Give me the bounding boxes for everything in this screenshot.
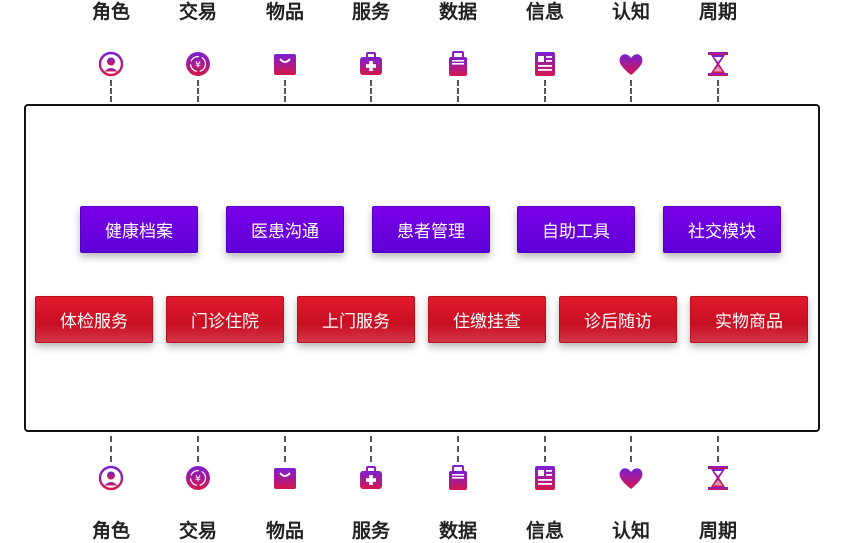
module-button-purple[interactable]: 社交模块: [663, 206, 781, 253]
shopping-bag-icon: [271, 464, 299, 492]
bottom-category-label: 角色: [91, 520, 130, 542]
hourglass-icon: [704, 464, 732, 492]
bottom-connector-line: [110, 436, 112, 462]
medical-kit-icon: [357, 50, 385, 78]
top-connector-line: [630, 80, 632, 102]
shopping-bag-icon: [271, 50, 299, 78]
bottom-connector-line: [370, 436, 372, 462]
module-button-red[interactable]: 诊后随访: [559, 296, 677, 343]
bottom-connector-line: [544, 436, 546, 462]
module-button-purple[interactable]: 自助工具: [517, 206, 635, 253]
module-button-red[interactable]: 实物商品: [690, 296, 808, 343]
top-connector-line: [717, 80, 719, 102]
bottom-connector-line: [457, 436, 459, 462]
top-connector-line: [370, 80, 372, 102]
heart-icon: [617, 50, 645, 78]
module-button-purple[interactable]: 患者管理: [372, 206, 490, 253]
info-card-icon: [531, 50, 559, 78]
top-category-label: 交易: [178, 1, 217, 23]
heart-icon: [617, 464, 645, 492]
top-category-label: 数据: [438, 1, 477, 23]
hourglass-icon: [704, 50, 732, 78]
exchange-icon: ¥: [184, 464, 212, 492]
module-button-red[interactable]: 上门服务: [297, 296, 415, 343]
bottom-connector-line: [630, 436, 632, 462]
module-button-purple[interactable]: 医患沟通: [226, 206, 344, 253]
bottom-connector-line: [284, 436, 286, 462]
user-icon: [97, 50, 125, 78]
top-category-label: 信息: [525, 1, 564, 23]
svg-text:¥: ¥: [195, 475, 201, 485]
module-button-red[interactable]: 门诊住院: [166, 296, 284, 343]
top-connector-line: [544, 80, 546, 102]
module-button-red[interactable]: 住缴挂查: [428, 296, 546, 343]
top-category-label: 物品: [265, 1, 304, 23]
bottom-category-label: 交易: [178, 520, 217, 542]
top-category-label: 服务: [351, 1, 390, 23]
bottom-category-label: 周期: [698, 520, 737, 542]
top-connector-line: [197, 80, 199, 102]
user-icon: [97, 464, 125, 492]
bottom-category-label: 服务: [351, 520, 390, 542]
bottom-category-label: 物品: [265, 520, 304, 542]
svg-text:¥: ¥: [195, 61, 201, 71]
info-card-icon: [531, 464, 559, 492]
bottom-category-label: 认知: [611, 520, 650, 542]
data-bag-icon: [444, 50, 472, 78]
bottom-connector-line: [197, 436, 199, 462]
medical-kit-icon: [357, 464, 385, 492]
module-button-red[interactable]: 体检服务: [35, 296, 153, 343]
bottom-connector-line: [717, 436, 719, 462]
bottom-category-label: 信息: [525, 520, 564, 542]
data-bag-icon: [444, 464, 472, 492]
top-connector-line: [110, 80, 112, 102]
top-category-label: 周期: [698, 1, 737, 23]
module-button-purple[interactable]: 健康档案: [80, 206, 198, 253]
top-category-label: 角色: [91, 1, 130, 23]
modules-container: 健康档案医患沟通患者管理自助工具社交模块 体检服务门诊住院上门服务住缴挂查诊后随…: [24, 104, 820, 432]
top-connector-line: [284, 80, 286, 102]
top-connector-line: [457, 80, 459, 102]
bottom-category-label: 数据: [438, 520, 477, 542]
exchange-icon: ¥: [184, 50, 212, 78]
top-category-label: 认知: [611, 1, 650, 23]
